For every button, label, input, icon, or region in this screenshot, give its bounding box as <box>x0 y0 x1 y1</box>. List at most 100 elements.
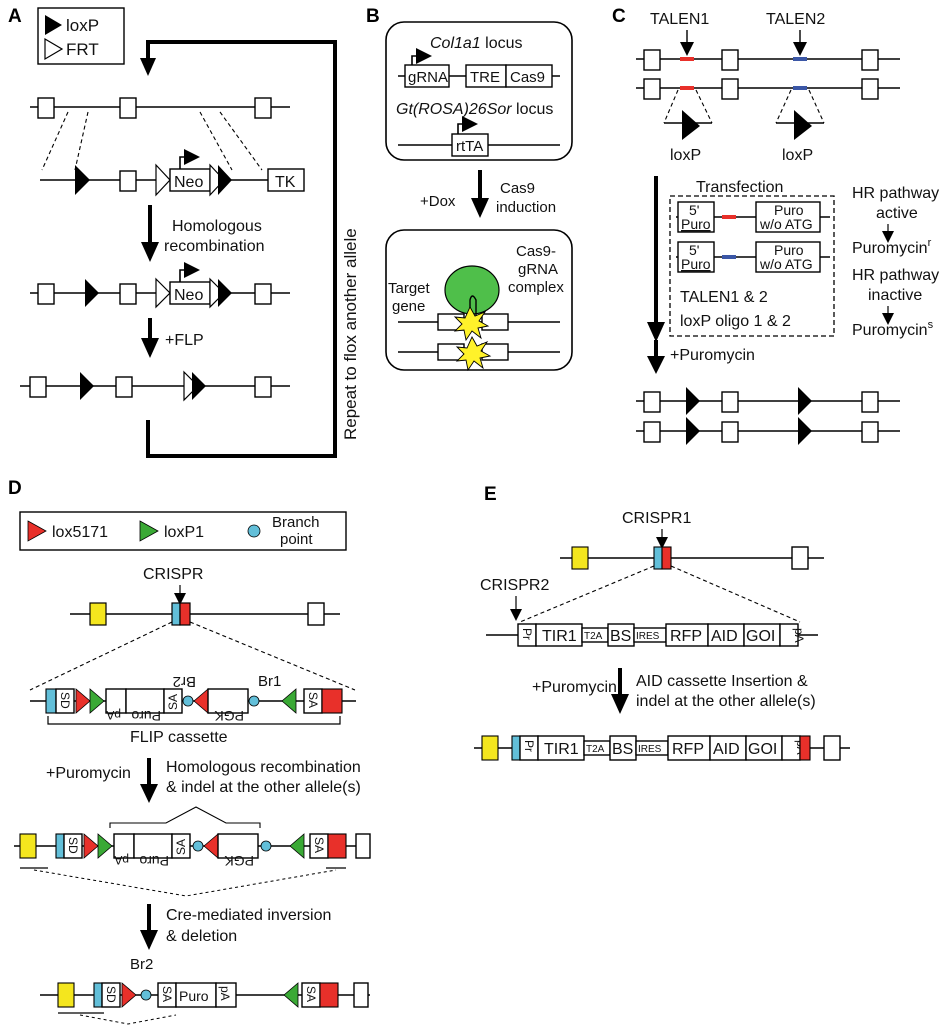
legend-frt-label: FRT <box>66 40 99 59</box>
exon-box <box>353 982 369 1008</box>
pa-box <box>779 623 799 647</box>
branch-point-icon <box>260 840 272 852</box>
loxp1-icon <box>289 833 305 859</box>
loxp-icon <box>85 279 99 307</box>
puro-wo-label: Puro <box>774 202 804 218</box>
exon-box <box>119 283 137 305</box>
plus-puromycin-label: +Puromycin <box>670 347 755 364</box>
sa-label: SA <box>160 986 174 1002</box>
branch-point-icon <box>140 989 152 1001</box>
loxp1-icon <box>89 688 105 714</box>
yellow-exon <box>57 982 75 1008</box>
puromycin-r-label: Puromycinr <box>852 237 932 257</box>
frt-icon <box>155 163 171 197</box>
loxp-icon <box>75 165 90 195</box>
wo-atg-label: w/o ATG <box>759 216 813 232</box>
exon-box <box>791 546 809 570</box>
transfection-label: Transfection <box>696 179 783 196</box>
col1a1-locus-label: Col1a1 locus <box>430 35 523 52</box>
loxp-label: loxP <box>670 147 701 164</box>
red-exon-half <box>661 546 672 570</box>
yellow-exon <box>571 546 589 570</box>
yellow-exon <box>481 735 499 761</box>
lox5171-icon <box>193 688 209 714</box>
induction-label-1: Cas9 <box>500 180 535 197</box>
lox5171-icon <box>203 833 219 859</box>
branch-point-icon <box>248 695 260 707</box>
lox5171-icon <box>83 833 99 859</box>
loxp1-icon <box>283 982 299 1008</box>
step-hr-label-2: recombination <box>164 238 265 255</box>
puro-box <box>125 688 165 714</box>
exon-box <box>721 421 739 443</box>
pa-label: pA <box>218 986 232 1001</box>
neo-label: Neo <box>174 174 203 191</box>
exon-box <box>37 97 55 119</box>
tir1-label: TIR1 <box>542 628 577 645</box>
loxp1-icon <box>281 688 297 714</box>
pgk-label: PGK <box>214 708 244 724</box>
puro-label: Puro <box>681 256 711 272</box>
cut-star-icon <box>453 306 490 342</box>
frt-icon <box>209 277 225 309</box>
exon-box <box>721 49 739 71</box>
panel-d-letter: D <box>8 478 22 499</box>
blue-exon-half <box>171 602 181 626</box>
exon-box <box>254 283 272 305</box>
exon-box <box>481 313 509 331</box>
red-exon-half <box>179 602 191 626</box>
loxp-icon <box>686 417 700 445</box>
puromycin-s-label: Puromycins <box>852 319 934 339</box>
exon-box <box>119 170 137 192</box>
loxp-icon <box>218 165 232 195</box>
exon-box <box>721 391 739 413</box>
exon-box <box>861 49 879 71</box>
exon-box <box>254 376 272 398</box>
complex-label-3: complex <box>508 279 564 296</box>
panel-e: E CRISPR1 CRISPR2 Pr TIR1 T2A BS IRES RF… <box>474 484 850 761</box>
exon-box <box>643 421 661 443</box>
panel-e-letter: E <box>484 484 497 505</box>
hr-inactive-label-2: inactive <box>868 287 922 304</box>
hr-active-label-2: active <box>876 205 918 222</box>
puro-woatg-box <box>755 241 821 273</box>
aid-label: AID <box>713 741 740 758</box>
exon-box <box>481 343 509 361</box>
exon-box <box>29 376 47 398</box>
exon-box <box>643 391 661 413</box>
crispr-label: CRISPR <box>143 566 203 583</box>
frt-legend-icon <box>44 37 64 61</box>
tre-label: TRE <box>470 69 500 86</box>
hr-inactive-label-1: HR pathway <box>852 267 939 284</box>
panel-b: B Col1a1 locus gRNA TRE Cas9 Gt(ROSA)26S… <box>366 6 573 372</box>
panel-b-letter: B <box>366 6 380 27</box>
oligos-label: loxP oligo 1 & 2 <box>680 313 791 330</box>
talen2-label: TALEN2 <box>766 11 825 28</box>
puro-woatg-box <box>755 201 821 233</box>
cas9-label: Cas9 <box>510 69 545 86</box>
puro-label: Puro <box>139 853 169 869</box>
rfp-label: RFP <box>670 628 702 645</box>
cre-label-1: Cre-mediated inversion <box>166 907 331 924</box>
insertion-label-1: AID cassette Insertion & <box>636 673 808 690</box>
puro-label: Puro <box>131 708 161 724</box>
panel-c-letter: C <box>612 6 626 27</box>
sa-label: SA <box>306 692 320 708</box>
loxp-icon <box>80 372 94 400</box>
complex-label-1: Cas9- <box>516 243 556 260</box>
loxp-icon <box>686 387 700 415</box>
talen2-site <box>793 57 807 61</box>
tir1-label: TIR1 <box>544 741 579 758</box>
exon-box <box>861 391 879 413</box>
loxp-label: loxP <box>782 147 813 164</box>
step-flp-label: +FLP <box>165 332 204 349</box>
sd-box <box>55 688 75 714</box>
pgk-box <box>207 688 249 714</box>
bs-label: BS <box>612 741 633 758</box>
ires-label: IRES <box>638 744 662 755</box>
exon-box <box>115 376 133 398</box>
sd-label: SD <box>66 837 80 854</box>
blue-exon-half <box>653 546 663 570</box>
plus-puromycin-label: +Puromycin <box>532 679 617 696</box>
loxp1-legend-icon <box>139 520 159 542</box>
